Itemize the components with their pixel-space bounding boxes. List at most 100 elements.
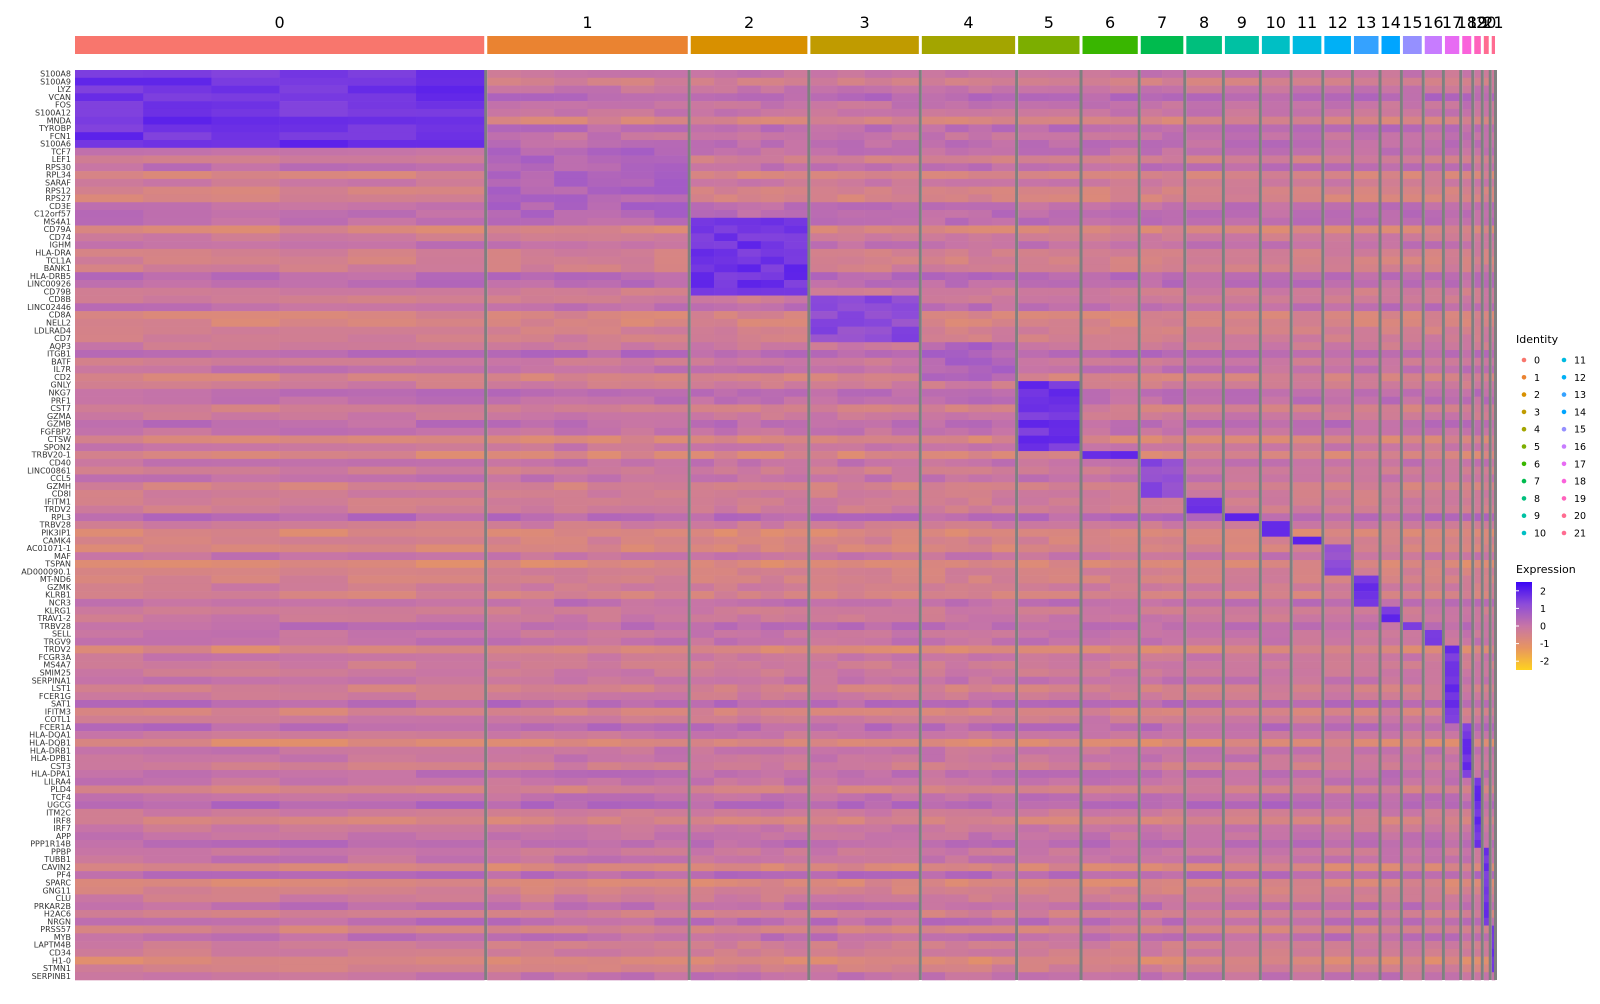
heatmap-cell <box>1324 505 1352 514</box>
heatmap-cell <box>520 738 555 747</box>
heatmap-cell <box>211 894 280 903</box>
heatmap-cell <box>1082 692 1111 701</box>
heatmap-cell <box>1483 202 1490 211</box>
heatmap-cell <box>416 412 485 421</box>
heatmap-cell <box>737 497 762 506</box>
heatmap-cell <box>654 171 689 180</box>
heatmap-cell <box>487 808 521 817</box>
heatmap-cell <box>1162 552 1184 561</box>
heatmap-cell <box>1491 396 1496 405</box>
heatmap-cell <box>487 855 521 864</box>
heatmap-cell <box>921 381 946 390</box>
heatmap-cell <box>1491 770 1496 779</box>
heatmap-cell <box>837 202 865 211</box>
heatmap-cell <box>211 85 280 94</box>
heatmap-cell <box>864 388 893 397</box>
heatmap-cell <box>1018 583 1050 592</box>
heatmap-cell <box>143 855 212 864</box>
heatmap-cell <box>810 287 838 296</box>
heatmap-cell <box>1462 910 1472 919</box>
heatmap-cell <box>279 567 349 576</box>
heatmap-cell <box>75 630 144 639</box>
heatmap-cell <box>1018 840 1050 849</box>
heatmap-cell <box>1224 497 1260 506</box>
heatmap-cell <box>1110 653 1139 662</box>
heatmap-cell <box>1261 93 1291 102</box>
heatmap-cell <box>520 443 555 452</box>
heatmap-cell <box>1424 202 1443 211</box>
heatmap-cell <box>784 536 808 545</box>
heatmap-cell <box>737 241 762 250</box>
heatmap-cell <box>760 583 785 592</box>
heatmap-cell <box>654 871 689 880</box>
heatmap-cell <box>714 326 738 335</box>
heatmap-cell <box>211 388 280 397</box>
heatmap-cell <box>416 513 485 522</box>
heatmap-cell <box>416 326 485 335</box>
heatmap-cell <box>1324 832 1352 841</box>
heatmap-cell <box>1381 653 1401 662</box>
heatmap-cell <box>760 326 785 335</box>
heatmap-cell <box>1402 637 1423 646</box>
heatmap-cell <box>1048 723 1080 732</box>
heatmap-cell <box>1292 917 1322 926</box>
heatmap-cell <box>760 396 785 405</box>
heatmap-cell <box>520 466 555 475</box>
heatmap-cell <box>1186 458 1223 467</box>
heatmap-cell <box>837 318 865 327</box>
heatmap-cell <box>690 147 715 156</box>
heatmap-cell <box>1491 715 1496 724</box>
heatmap-cell <box>1162 591 1184 600</box>
heatmap-cell <box>837 746 865 755</box>
heatmap-cell <box>760 785 785 794</box>
heatmap-cell <box>1110 754 1139 763</box>
heatmap-cell <box>654 668 689 677</box>
heatmap-cell <box>1224 443 1260 452</box>
heatmap-cell <box>416 311 485 320</box>
heatmap-cell <box>968 684 993 693</box>
heatmap-cell <box>75 451 144 460</box>
heatmap-cell <box>1462 567 1472 576</box>
heatmap-cell <box>1048 801 1080 810</box>
heatmap-cell <box>1162 700 1184 709</box>
heatmap-cell <box>520 147 555 156</box>
heatmap-cell <box>487 210 521 219</box>
heatmap-cell <box>1261 287 1291 296</box>
heatmap-cell <box>864 855 893 864</box>
heatmap-cell <box>1324 567 1352 576</box>
heatmap-cell <box>143 567 212 576</box>
heatmap-cell <box>416 77 485 86</box>
heatmap-cell <box>1491 311 1496 320</box>
heatmap-cell <box>520 661 555 670</box>
heatmap-cell <box>690 552 715 561</box>
heatmap-cell <box>1082 77 1111 86</box>
heatmap-cell <box>690 155 715 164</box>
heatmap-cell <box>1186 264 1223 273</box>
heatmap-cell <box>1474 85 1482 94</box>
heatmap-cell <box>760 770 785 779</box>
heatmap-cell <box>279 770 349 779</box>
heatmap-cell <box>75 676 144 685</box>
heatmap-cell <box>520 840 555 849</box>
heatmap-cell <box>1140 824 1163 833</box>
heatmap-cell <box>1444 350 1460 359</box>
heatmap-cell <box>1402 420 1423 429</box>
heatmap-cell <box>75 186 144 195</box>
heatmap-cell <box>968 731 993 740</box>
heatmap-cell <box>737 482 762 491</box>
heatmap-cell <box>1018 108 1050 117</box>
heatmap-cell <box>1353 233 1379 242</box>
heatmap-cell <box>620 630 655 639</box>
heatmap-cell <box>991 575 1016 584</box>
heatmap-cell <box>1018 614 1050 623</box>
heatmap-cell <box>554 435 588 444</box>
heatmap-cell <box>654 583 689 592</box>
heatmap-cell <box>1491 140 1496 149</box>
heatmap-cell <box>1186 248 1223 257</box>
heatmap-cell <box>1424 855 1443 864</box>
heatmap-cell <box>1324 155 1352 164</box>
heatmap-cell <box>921 163 946 172</box>
heatmap-cell <box>784 684 808 693</box>
heatmap-cell <box>1491 614 1496 623</box>
heatmap-cell <box>714 832 738 841</box>
